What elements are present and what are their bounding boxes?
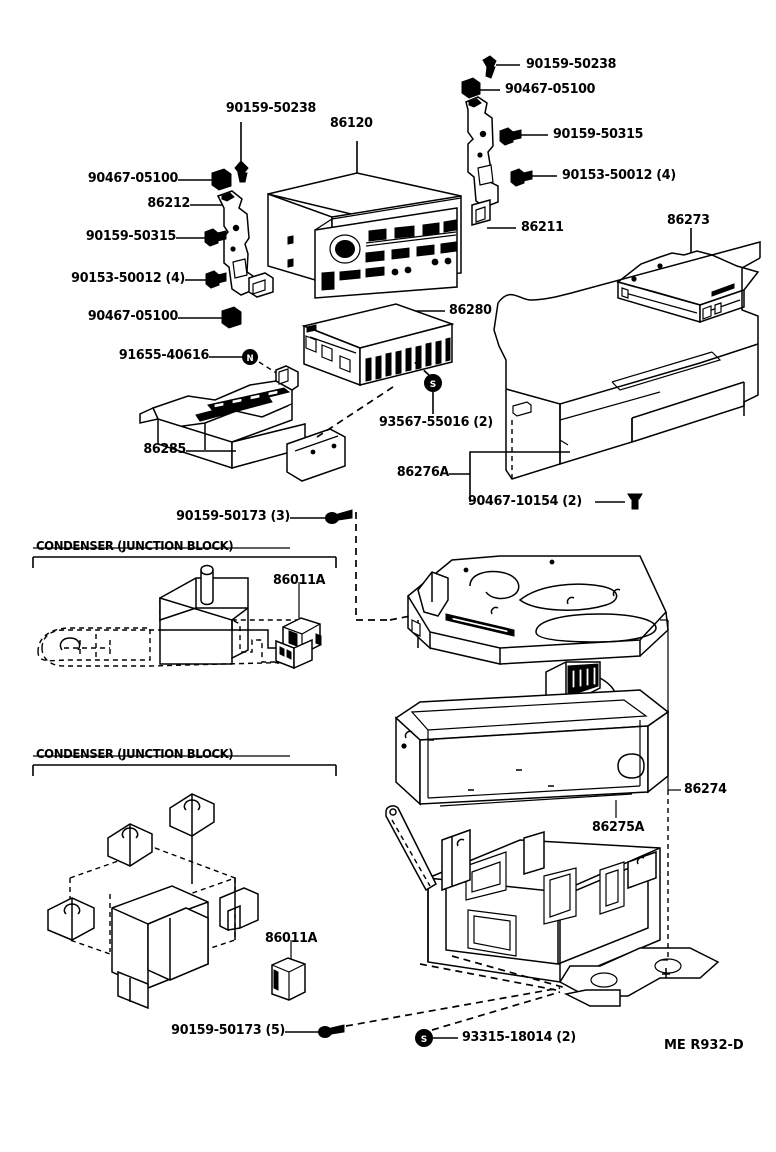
label-bolt-50315-left: 90159-50315: [85, 229, 176, 244]
amp-86280-part: [301, 303, 455, 387]
bolt-50012-left-icon: [205, 270, 227, 289]
changer-connector: [545, 661, 618, 735]
label-player-86273: 86273: [667, 213, 710, 228]
changer-lower-bracket: [385, 805, 720, 1007]
screw-50173-5-icon: [318, 1024, 345, 1038]
bolt-50238-right-icon: [482, 55, 497, 79]
condenser-block-2-body: [47, 793, 259, 1010]
svg-text:S: S: [430, 380, 436, 390]
label-nut-05100-upper: 90467-05100: [87, 171, 178, 186]
label-screw-93567: 93567-55016 (2): [379, 415, 493, 430]
changer-unit-86275a: [394, 689, 670, 807]
bracket-86212-part: [216, 190, 274, 298]
label-screw-93315: 93315-18014 (2): [462, 1030, 576, 1045]
diagram-code: ME R932-D: [664, 1038, 744, 1053]
nut-05100-lower-icon: [221, 306, 242, 329]
label-radio-86120: 86120: [330, 116, 373, 131]
label-clip-91655: 91655-40616: [118, 348, 209, 363]
label-bracket-86211: 86211: [521, 220, 564, 235]
label-bracket-86285: 86285: [143, 442, 186, 457]
nut-05100-upper-icon: [211, 168, 232, 191]
label-bolt-50012-left: 90153-50012 (4): [71, 271, 185, 286]
bolt-50238-left-icon: [234, 160, 249, 183]
section-title-condenser-2: CONDENSER (JUNCTION BLOCK): [36, 746, 234, 761]
relay-86011a-1-part: [275, 617, 322, 670]
label-86011a-lower: 86011A: [265, 931, 318, 946]
label-screw-50173-3: 90159-50173 (3): [176, 509, 290, 524]
nut-10154-icon: [627, 493, 643, 510]
section-bracket-cond2: [32, 755, 337, 776]
screw-93315-icon: S: [415, 1029, 458, 1047]
section-bracket-cond1: [32, 547, 337, 568]
label-nut-05100-right: 90467-05100: [505, 82, 596, 97]
svg-text:S: S: [421, 1035, 427, 1045]
changer-upper-bracket: [407, 555, 669, 665]
label-bolt-50012-right: 90153-50012 (4): [562, 168, 676, 183]
label-screw-50173-5: 90159-50173 (5): [171, 1023, 285, 1038]
label-nut-05100-lower: 90467-05100: [87, 309, 178, 324]
player-86273-part: [616, 250, 760, 324]
screw-93567-icon: S: [424, 374, 442, 414]
bolt-50315-left-icon: [204, 228, 227, 247]
label-nut-10154: 90467-10154 (2): [468, 494, 582, 509]
label-bracket-86212: 86212: [147, 196, 190, 211]
label-panel-86276a: 86276A: [396, 465, 449, 480]
screw-50173-3-icon: [325, 509, 353, 524]
svg-text:N: N: [246, 354, 253, 364]
panel-86276a-part: [493, 241, 761, 480]
label-amp-86280: 86280: [449, 303, 492, 318]
leader-changer-86274: [660, 619, 681, 961]
nut-05100-right-icon: [461, 77, 481, 99]
label-86011a-upper: 86011A: [273, 573, 326, 588]
label-bolt-50238-left: 90159-50238: [225, 101, 316, 116]
section-title-condenser-1: CONDENSER (JUNCTION BLOCK): [36, 538, 234, 553]
label-bolt-50238-right: 90159-50238: [526, 57, 617, 72]
clip-91655-icon: N: [242, 349, 258, 365]
relay-86011a-2-part: [271, 957, 306, 1001]
radio-86120-part: [267, 172, 462, 299]
bracket-86285-part: [139, 365, 346, 482]
leader-panel-86276a: [449, 451, 570, 502]
bolt-50315-right-icon: [499, 127, 522, 146]
bolt-50012-right-icon: [510, 168, 533, 187]
label-bolt-50315-right: 90159-50315: [553, 127, 644, 142]
condenser-tab-1: [37, 627, 151, 662]
label-changer-86274: 86274: [684, 782, 727, 797]
bracket-86211-part: [465, 96, 499, 226]
label-changer-86275a: 86275A: [592, 820, 645, 835]
junction-block-1-part: [41, 593, 301, 667]
condenser-block-1-body: [159, 564, 279, 665]
